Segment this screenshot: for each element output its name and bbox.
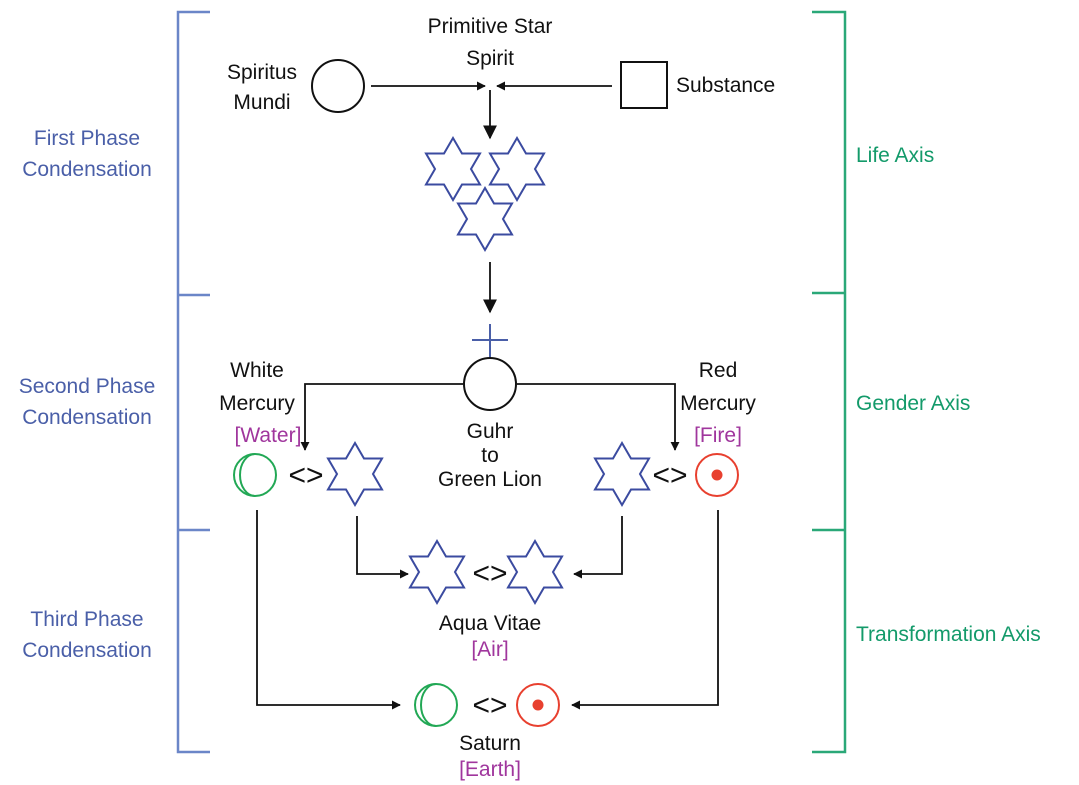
guhr-label-line2: to — [481, 444, 499, 467]
second-phase-label-line2: Condensation — [22, 406, 152, 429]
spiritus-mundi-label-line2: Mundi — [233, 91, 290, 114]
guhr-label-line3: Green Lion — [438, 468, 542, 491]
hexagram-icon — [506, 539, 564, 605]
saturn-label: Saturn — [459, 732, 521, 755]
primitive-star-label-line1: Primitive Star — [428, 15, 553, 38]
star-cluster — [424, 136, 546, 252]
gender-axis-label: Gender Axis — [856, 392, 970, 415]
arrow-water-to-saturn — [256, 510, 401, 710]
axis-bracket — [812, 10, 847, 754]
water-label: [Water] — [235, 424, 302, 447]
arrow-white-star-to-aqua — [356, 516, 409, 579]
water-symbol-icon — [414, 683, 458, 727]
hexagram-icon — [593, 441, 651, 507]
guhr-circle-icon — [463, 357, 517, 411]
transformation-axis-label: Transformation Axis — [856, 623, 1041, 646]
arrow-red-star-to-aqua — [573, 516, 623, 579]
arrow-fire-to-saturn — [571, 510, 719, 710]
red-mercury-label-line1: Red — [699, 359, 738, 382]
aqua-vitae-label: Aqua Vitae — [439, 612, 541, 635]
hexagram-icon — [488, 136, 546, 202]
life-axis-label: Life Axis — [856, 144, 934, 167]
guhr-label-line1: Guhr — [467, 420, 514, 443]
phase-bracket — [176, 10, 210, 754]
cross-icon — [472, 324, 508, 358]
comparator-red: <> — [652, 459, 687, 492]
third-phase-label-line1: Third Phase — [30, 608, 143, 631]
second-phase-label-line1: Second Phase — [19, 375, 156, 398]
water-symbol-icon — [233, 453, 277, 497]
fire-symbol-icon — [695, 453, 739, 497]
spiritus-mundi-circle-icon — [311, 59, 365, 113]
fire-symbol-icon — [516, 683, 560, 727]
comparator-aqua: <> — [472, 557, 507, 590]
primitive-star-label-line2: Spirit — [466, 47, 514, 70]
substance-square-icon — [620, 61, 668, 109]
air-label: [Air] — [471, 638, 508, 661]
spiritus-mundi-label-line1: Spiritus — [227, 61, 297, 84]
red-mercury-label-line2: Mercury — [680, 392, 756, 415]
hexagram-icon — [424, 136, 482, 202]
comparator-white: <> — [288, 459, 323, 492]
fire-label: [Fire] — [694, 424, 742, 447]
first-phase-label-line1: First Phase — [34, 127, 140, 150]
third-phase-label-line2: Condensation — [22, 639, 152, 662]
arrow-guhr-to-red-mercury — [517, 383, 680, 451]
comparator-saturn: <> — [472, 689, 507, 722]
hexagram-icon — [408, 539, 466, 605]
substance-label: Substance — [676, 74, 775, 97]
hexagram-icon — [326, 441, 384, 507]
arrow-guhr-to-white-mercury — [300, 383, 463, 451]
white-mercury-label-line1: White — [230, 359, 284, 382]
white-mercury-label-line2: Mercury — [219, 392, 295, 415]
hexagram-icon — [456, 186, 514, 252]
first-phase-label-line2: Condensation — [22, 158, 152, 181]
earth-label: [Earth] — [459, 758, 521, 781]
